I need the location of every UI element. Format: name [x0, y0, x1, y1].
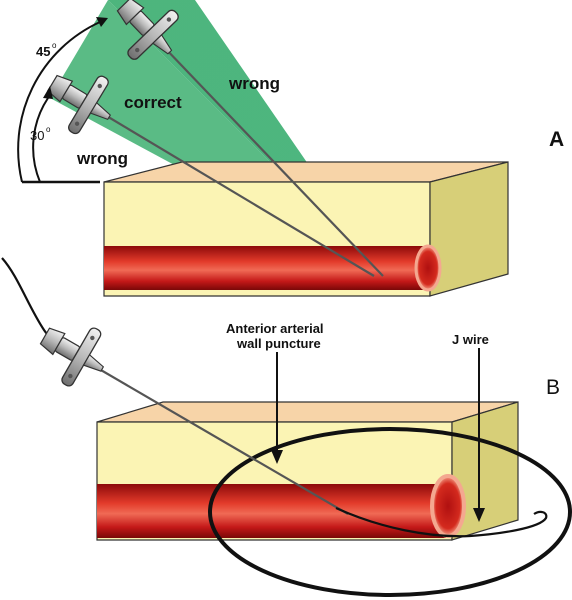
- label-wrong-lower: wrong: [76, 149, 128, 168]
- panel-b: Anterior arterial wall puncture J wire B: [1, 257, 572, 597]
- angle-arc-45: [17, 21, 101, 183]
- magnification-ellipse: [208, 427, 572, 597]
- needle-shaft-30: [99, 111, 375, 277]
- tissue-side-a: [429, 161, 509, 297]
- artery-lumen-b: [430, 474, 466, 538]
- label-correct: correct: [124, 93, 182, 112]
- j-wire: [335, 506, 548, 538]
- angle-arc-30: [32, 97, 49, 183]
- artery-lumen-a: [414, 244, 442, 292]
- panel-a: 45 o 30 o correct wrong wrong A: [17, 0, 564, 297]
- panel-letter-b: B: [546, 376, 560, 399]
- artery-b: [97, 484, 446, 538]
- jwire-arrowhead: [473, 508, 485, 522]
- angle-label-30: 30: [30, 128, 44, 143]
- needle-shaft-45: [162, 45, 384, 277]
- angle-degree-45: o: [52, 41, 57, 50]
- label-puncture-line1: Anterior arterial: [226, 321, 324, 336]
- angle-degree-30: o: [46, 125, 51, 134]
- label-wrong-upper: wrong: [228, 74, 280, 93]
- angle-arrowhead-30: [43, 86, 53, 99]
- label-jwire: J wire: [452, 332, 489, 347]
- needle-shaft-b: [93, 365, 349, 515]
- panel-letter-a: A: [549, 128, 564, 151]
- needle-hub-b: [28, 307, 119, 398]
- label-puncture-line2: wall puncture: [236, 336, 321, 351]
- angle-arrowhead-45: [96, 17, 108, 27]
- angle-label-45: 45: [36, 44, 50, 59]
- puncture-arrowhead: [271, 450, 283, 464]
- artery-a: [104, 246, 426, 290]
